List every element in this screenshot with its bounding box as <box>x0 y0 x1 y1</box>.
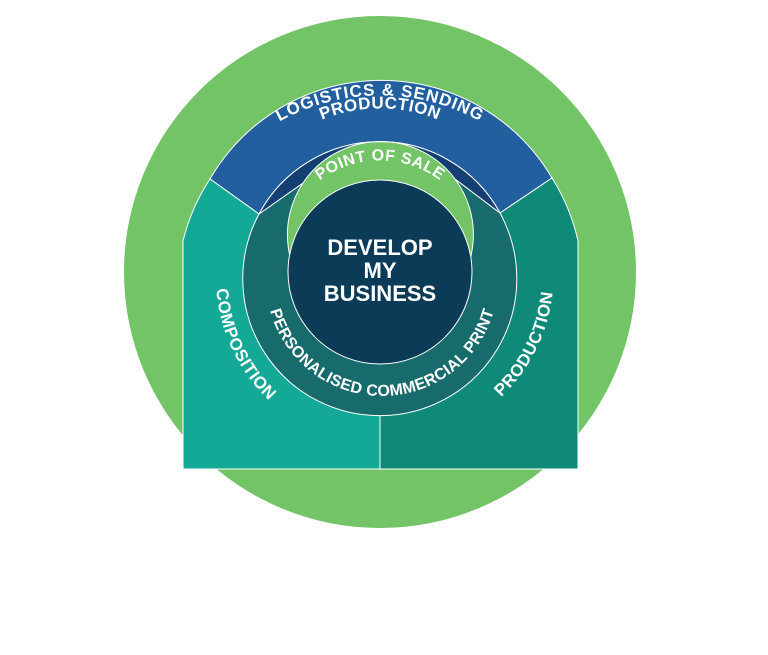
inner-ring-top-segment <box>258 141 501 215</box>
center-circle <box>287 179 473 365</box>
center-label-line-1: DEVELOP <box>327 235 432 260</box>
center-label-line-2: MY <box>364 258 397 283</box>
center-label-line-3: BUSINESS <box>324 281 436 306</box>
